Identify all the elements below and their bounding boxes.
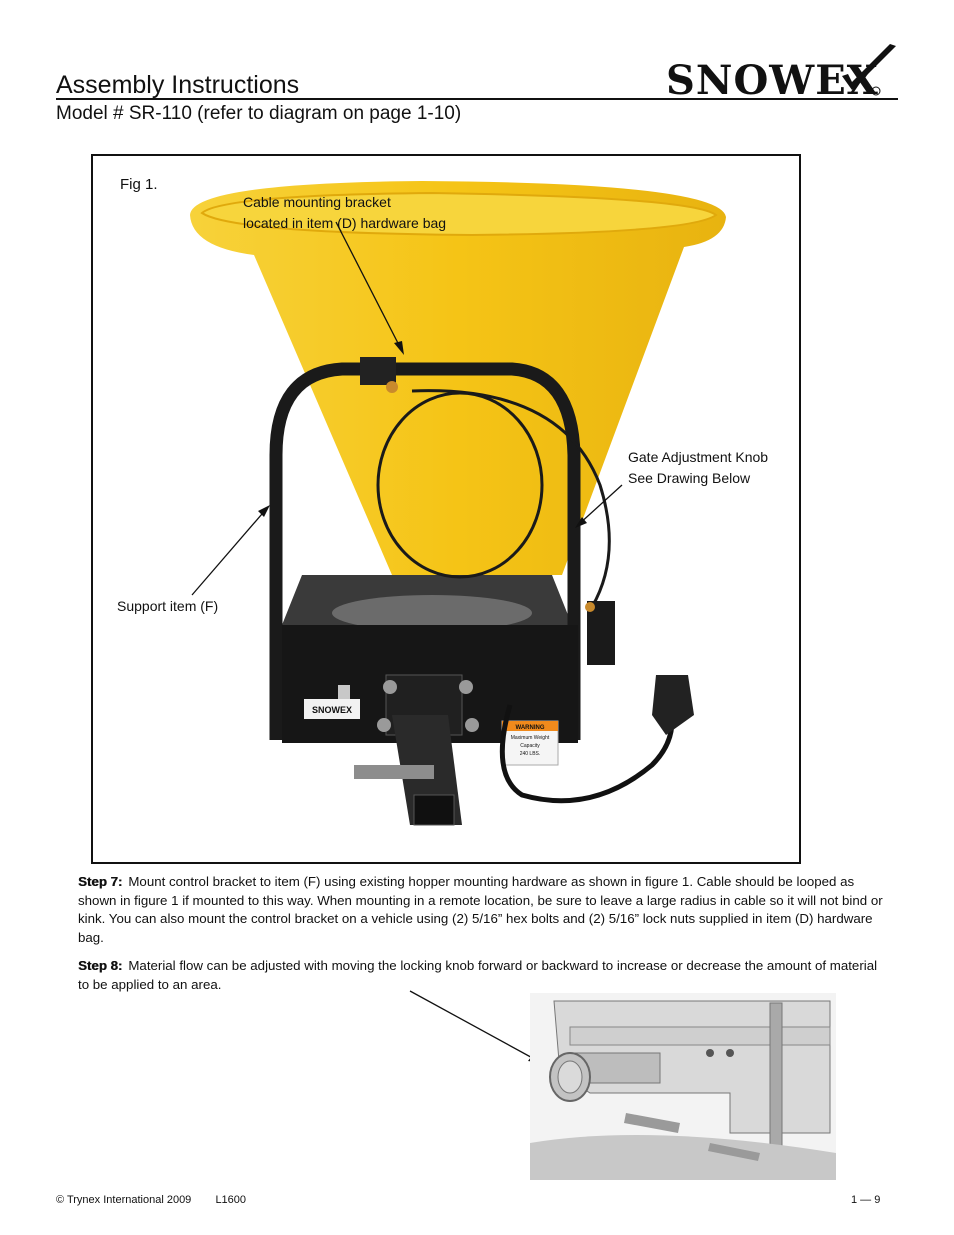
- support-frame-item-f: [269, 362, 581, 740]
- callout-line: See Drawing Below: [628, 470, 751, 486]
- snowex-logo: SNOWEX: [664, 42, 898, 104]
- bracket-blade: [708, 1143, 760, 1161]
- step8-leader: [409, 990, 542, 1063]
- registered-icon: [871, 86, 881, 96]
- spinner-disc: [332, 595, 532, 631]
- control-bracket: [360, 357, 396, 385]
- bracket-blade: [624, 1113, 680, 1133]
- hopper-body: [190, 181, 726, 575]
- power-cord: [499, 704, 675, 804]
- callout-line: located in item (D) hardware bag: [243, 215, 447, 231]
- logo-decal-text: SNOWEX: [312, 705, 352, 715]
- leader-gate-knob: [577, 484, 623, 526]
- page-number: 1 — 9: [851, 1194, 881, 1206]
- step-label: Step 8:: [78, 958, 123, 973]
- callout-line: Cable mounting bracket: [243, 194, 391, 210]
- capacity-line-1: Maximum Weight: [511, 735, 550, 741]
- spreader-photo: SNOWEX WARNING Maximum Weight Capacity 2…: [190, 181, 726, 826]
- logo-text: SNOWEX: [666, 57, 879, 100]
- footer-left: © Trynex International 2009 L1600: [56, 1194, 246, 1206]
- locking-knob-face: [557, 1060, 583, 1094]
- doc-code: L1600: [215, 1194, 247, 1206]
- figure-frame: [91, 154, 801, 864]
- leader-cable-bracket: [335, 221, 403, 352]
- arrowhead: [394, 341, 404, 355]
- page-subtitle: Model # SR-110 (refer to diagram on page…: [56, 103, 462, 124]
- arrowhead: [575, 517, 587, 528]
- callout-gate-knob: Gate Adjustment Knob See Drawing Below: [628, 447, 768, 489]
- page-title: Assembly Instructions: [56, 71, 300, 99]
- bolt-head: [459, 680, 473, 694]
- gate-knob-detail: [530, 993, 836, 1180]
- step-text: Mount control bracket to item (F) using …: [78, 874, 883, 945]
- capacity-line-3: 240 LBS.: [520, 751, 541, 757]
- cable-run: [411, 389, 611, 608]
- bolt-head: [465, 718, 479, 732]
- arrowhead: [258, 505, 270, 517]
- gate-slot: [569, 1026, 831, 1046]
- bolt-head: [383, 680, 397, 694]
- hopper-rim: [200, 191, 718, 237]
- logo-decal: [304, 699, 360, 719]
- base-disc: [530, 1135, 836, 1180]
- checkmark-icon: [842, 44, 896, 90]
- receiver-opening: [413, 794, 455, 826]
- warning-decal-header: [502, 721, 558, 731]
- figure-label: Fig 1.: [120, 176, 158, 193]
- cable-end: [585, 602, 595, 612]
- copyright: © Trynex International 2009: [56, 1194, 192, 1206]
- header-rule: [56, 98, 898, 100]
- bracket-knob: [386, 381, 398, 393]
- step-text: Material flow can be adjusted with movin…: [78, 958, 878, 992]
- capacity-line-2: Capacity: [520, 743, 540, 749]
- power-plug: [652, 675, 694, 735]
- callout-cable-bracket: Cable mounting bracket located in item (…: [243, 192, 446, 234]
- callout-line: Gate Adjustment Knob: [628, 449, 769, 465]
- leader-support: [191, 506, 269, 596]
- bolt-head: [377, 718, 391, 732]
- warning-decal-title: WARNING: [516, 725, 545, 731]
- step-7: Step 7:Mount control bracket to item (F)…: [78, 873, 888, 947]
- hitch-pin-clip: [354, 765, 434, 779]
- callout-support: Support item (F): [117, 598, 219, 614]
- step-label: Step 7:: [78, 874, 123, 889]
- step-8: Step 8:Material flow can be adjusted wit…: [78, 957, 888, 994]
